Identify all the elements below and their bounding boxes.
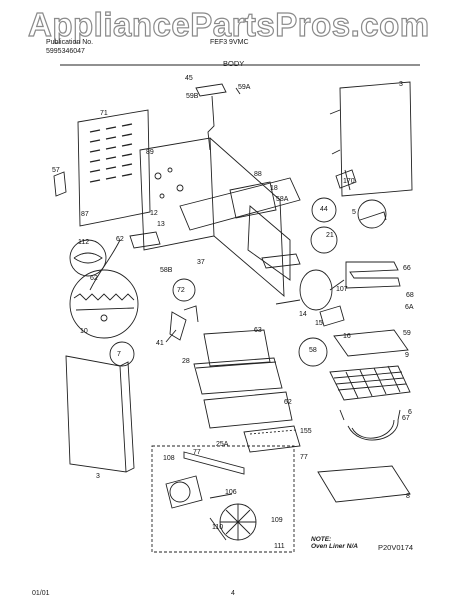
callout-44: 77 (193, 449, 201, 456)
callout-24: 107 (336, 286, 348, 293)
callout-42: 67 (402, 415, 410, 422)
detail-circle-28 (109, 341, 135, 367)
upper-bracket-part (195, 83, 241, 151)
small-bracket-part (319, 305, 345, 327)
receptacle-part (261, 253, 301, 269)
callout-21: 58B (160, 267, 173, 274)
callout-6: 89 (146, 149, 154, 156)
callout-31: 10 (80, 328, 88, 335)
callout-12: 170 (343, 178, 355, 185)
detail-circle-112 (69, 239, 107, 277)
detail-circle-21 (310, 226, 338, 254)
callout-36: 58 (309, 347, 317, 354)
wire-harness-part (89, 231, 161, 291)
callout-8: 87 (81, 211, 89, 218)
rear-vented-panel-part (77, 109, 151, 227)
callout-9: 88 (254, 171, 262, 178)
callout-15: 12 (150, 210, 158, 217)
left-side-panel-part (65, 355, 135, 473)
callout-29: 15 (315, 320, 323, 327)
callout-51: 109 (271, 517, 283, 524)
callout-labels: 45 59B 59A 3 71 89 57 87 88 18 58A 170 4… (52, 75, 414, 550)
section-title: BODY (223, 59, 245, 68)
callout-34: 7 (117, 351, 121, 358)
model-number: FEF3 9VMC (210, 39, 249, 46)
door-lever-part (165, 311, 187, 343)
bake-element-part (339, 409, 401, 441)
callout-27: 62 (90, 275, 98, 282)
detail-circle-62 (69, 269, 139, 339)
side-bracket-part (53, 171, 67, 197)
publication-number: 5995346047 (46, 48, 85, 55)
callout-46: 3 (96, 473, 100, 480)
callout-52: 111 (274, 543, 285, 550)
callout-2: 59B (186, 93, 199, 100)
callout-45: 77 (300, 454, 308, 461)
callout-49: 106 (225, 489, 237, 496)
heat-shield-plate-part (333, 329, 409, 357)
footer-date: 01/01 (32, 590, 50, 597)
page-number: 4 (231, 590, 235, 597)
callout-47: 108 (163, 455, 175, 462)
callout-4: 3 (399, 81, 403, 88)
callout-17: 112 (78, 239, 89, 246)
callout-10: 18 (270, 185, 278, 192)
round-fan-part (275, 269, 333, 311)
fan-assembly-box (151, 445, 295, 553)
rack-part (329, 365, 411, 401)
detail-circle-5 (357, 199, 387, 229)
callout-33: 41 (156, 340, 164, 347)
callout-7: 57 (52, 167, 60, 174)
callout-48: 8 (406, 493, 410, 500)
callout-16: 13 (157, 221, 165, 228)
callout-30: 16 (343, 333, 351, 340)
callout-13: 44 (320, 206, 328, 213)
callout-26: 6A (405, 304, 414, 311)
callout-20: 37 (197, 259, 205, 266)
callout-3: 59A (238, 84, 251, 91)
callout-5: 71 (100, 110, 108, 117)
detail-circle-44 (311, 197, 337, 223)
watermark-text: AppliancePartsPros.com (27, 5, 430, 43)
detail-circle-59 (298, 337, 328, 367)
callout-19: 21 (326, 232, 334, 239)
publication-label: Publication No. (46, 39, 94, 46)
callout-50: 110 (212, 524, 223, 531)
callout-38: 9 (405, 352, 409, 359)
drawer-rail-part (183, 425, 301, 475)
center-frame-part (139, 137, 301, 298)
callout-37: 59 (403, 330, 411, 337)
callout-43: 25A (216, 441, 229, 448)
note-label: NOTE: (311, 536, 332, 543)
callout-39: 62 (284, 399, 292, 406)
note-text: Oven Liner N/A (311, 543, 358, 550)
figure-code: P20V0174 (378, 543, 414, 552)
callout-23: 72 (177, 287, 185, 294)
callout-41: 6 (408, 409, 412, 416)
callout-11: 58A (276, 196, 289, 203)
detail-circle-72 (172, 278, 196, 302)
callout-35: 28 (182, 358, 190, 365)
callout-18: 62 (116, 236, 124, 243)
back-panel-part (329, 81, 413, 197)
stacked-shelves-part (193, 329, 293, 429)
callout-25: 68 (406, 292, 414, 299)
callout-28: 14 (299, 311, 307, 318)
terminal-block-part (335, 169, 357, 189)
callout-40: 155 (300, 428, 312, 435)
oven-bottom-part (317, 465, 411, 503)
callout-32: 63 (254, 327, 262, 334)
callout-22: 66 (403, 265, 411, 272)
callout-14: 5 (352, 209, 356, 216)
callout-1: 45 (185, 75, 193, 82)
